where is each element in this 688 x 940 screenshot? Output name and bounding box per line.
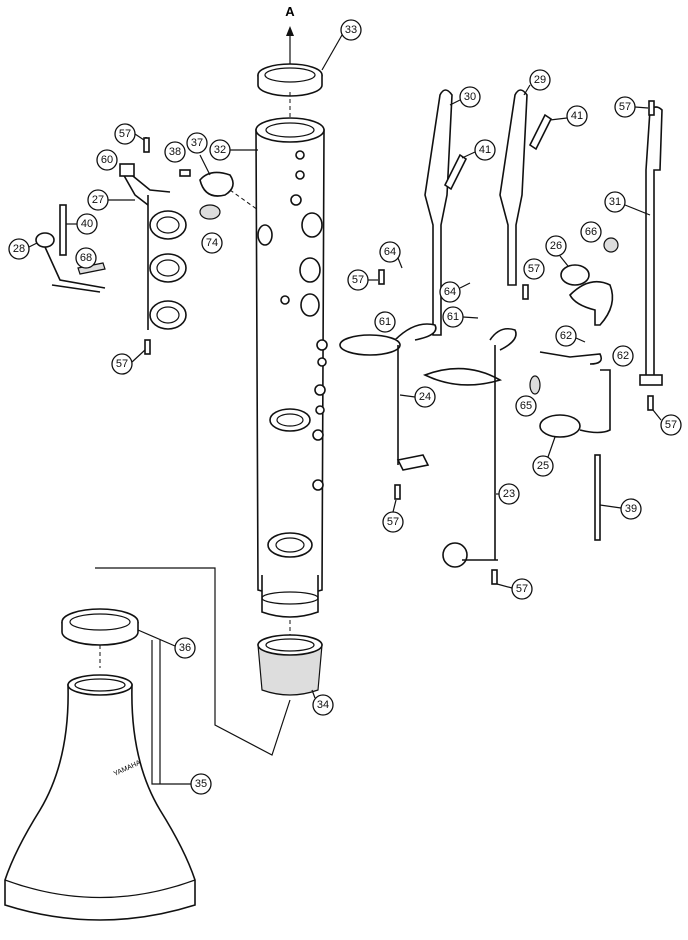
- svg-text:30: 30: [464, 91, 476, 103]
- callout-34: 34: [311, 689, 334, 716]
- callout-33: 33: [321, 19, 362, 71]
- callout-24: 24: [399, 386, 436, 408]
- callout-57: 57: [614, 96, 649, 118]
- svg-text:35: 35: [195, 778, 207, 790]
- direction-arrow: A: [285, 4, 295, 65]
- svg-text:24: 24: [419, 391, 431, 403]
- bell-35: YAMAHA: [4, 674, 196, 921]
- callout-62: 62: [555, 325, 586, 347]
- svg-text:41: 41: [571, 110, 583, 122]
- callout-37: 37: [186, 132, 211, 176]
- svg-text:23: 23: [503, 488, 515, 500]
- svg-text:64: 64: [384, 246, 396, 258]
- key-assembly-27: [119, 137, 187, 355]
- svg-text:64: 64: [444, 286, 456, 298]
- callout-26: 26: [545, 235, 569, 267]
- callout-40: 40: [66, 213, 98, 235]
- lever-29: [499, 89, 553, 286]
- svg-text:26: 26: [550, 240, 562, 252]
- svg-text:41: 41: [479, 144, 491, 156]
- svg-text:36: 36: [179, 642, 191, 654]
- key-28: [35, 204, 106, 293]
- callout-41: 41: [461, 139, 496, 161]
- key-24: [339, 269, 437, 500]
- callout-29: 29: [523, 69, 551, 96]
- callout-31: 31: [604, 191, 651, 216]
- assembly-line: [95, 567, 291, 756]
- key-26: [560, 237, 619, 326]
- svg-text:65: 65: [520, 400, 532, 412]
- svg-text:40: 40: [81, 218, 93, 230]
- callout-30: 30: [449, 86, 481, 108]
- callout-39: 39: [599, 498, 642, 520]
- bell-ring-36: [61, 608, 139, 646]
- direction-label: A: [285, 4, 295, 19]
- callout-28: 28: [8, 238, 38, 260]
- callout-64: 64: [439, 281, 471, 303]
- key-25: [529, 351, 611, 541]
- callout-57: 57: [347, 269, 378, 291]
- ring-33: [257, 63, 323, 97]
- key-37: [179, 169, 259, 220]
- svg-text:61: 61: [379, 316, 391, 328]
- callout-57: 57: [496, 578, 533, 600]
- callout-57: 57: [111, 349, 146, 375]
- callout-74: 74: [201, 232, 223, 254]
- callout-64: 64: [379, 241, 403, 269]
- callout-66: 66: [580, 221, 602, 243]
- lever-30: [424, 89, 468, 336]
- callout-57: 57: [523, 258, 545, 280]
- svg-text:61: 61: [447, 311, 459, 323]
- callouts: 33 32 37 38 57 60 27 40 28 68 74 57 30 2…: [8, 19, 682, 795]
- callout-61: 61: [374, 311, 396, 333]
- callout-68: 68: [75, 247, 97, 269]
- svg-text:57: 57: [352, 274, 364, 286]
- svg-text:68: 68: [80, 252, 92, 264]
- svg-text:57: 57: [619, 101, 631, 113]
- svg-text:74: 74: [206, 237, 218, 249]
- callout-65: 65: [515, 395, 537, 417]
- svg-text:62: 62: [560, 330, 572, 342]
- svg-text:29: 29: [534, 74, 546, 86]
- callout-61: 61: [442, 306, 479, 328]
- svg-text:37: 37: [191, 137, 203, 149]
- callout-57: 57: [652, 409, 682, 436]
- svg-text:39: 39: [625, 503, 637, 515]
- svg-text:57: 57: [119, 128, 131, 140]
- callout-35: 35: [151, 640, 212, 795]
- svg-text:38: 38: [169, 146, 181, 158]
- svg-text:27: 27: [92, 194, 104, 206]
- svg-text:57: 57: [665, 419, 677, 431]
- callout-62: 62: [612, 345, 634, 367]
- svg-text:57: 57: [528, 263, 540, 275]
- svg-text:28: 28: [13, 243, 25, 255]
- svg-text:62: 62: [617, 350, 629, 362]
- callout-41: 41: [549, 105, 588, 127]
- callout-27: 27: [87, 189, 135, 211]
- svg-text:33: 33: [345, 24, 357, 36]
- callout-36: 36: [137, 629, 196, 659]
- svg-text:25: 25: [537, 460, 549, 472]
- tenon-cork-34: [257, 634, 323, 696]
- svg-text:66: 66: [585, 226, 597, 238]
- upper-joint-body: [255, 117, 328, 618]
- svg-text:60: 60: [101, 154, 113, 166]
- callout-23: 23: [496, 483, 520, 505]
- svg-text:57: 57: [116, 358, 128, 370]
- key-31: [639, 100, 663, 411]
- svg-text:34: 34: [317, 699, 329, 711]
- callout-38: 38: [164, 141, 186, 163]
- callout-57: 57: [114, 123, 145, 145]
- callout-57: 57: [382, 499, 404, 533]
- callout-60: 60: [96, 149, 118, 171]
- svg-text:32: 32: [214, 144, 226, 156]
- callout-32: 32: [209, 139, 258, 161]
- key-23: [422, 284, 529, 585]
- callout-25: 25: [532, 436, 556, 477]
- svg-text:57: 57: [387, 516, 399, 528]
- svg-text:57: 57: [516, 583, 528, 595]
- svg-text:31: 31: [609, 196, 621, 208]
